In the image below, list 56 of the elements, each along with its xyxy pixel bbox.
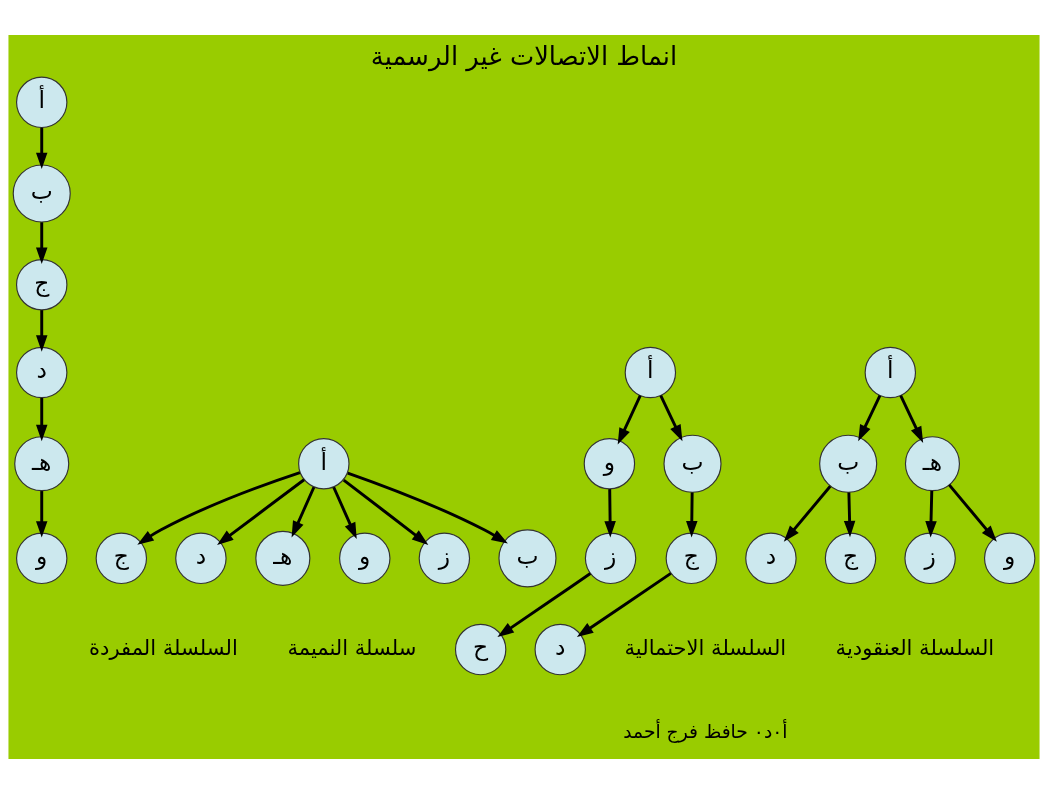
label: السلسلة المفردة <box>89 634 238 660</box>
arrow <box>617 394 642 445</box>
arrow <box>858 394 882 441</box>
node-circle: أ <box>624 346 677 398</box>
node-circle: ب <box>663 434 722 493</box>
node-circle: ز <box>584 532 637 584</box>
arrow <box>332 486 357 539</box>
node-circle: ب <box>498 528 557 587</box>
arrow <box>137 470 301 545</box>
node-circle: و <box>983 532 1036 584</box>
arrow <box>604 488 616 538</box>
arrow <box>576 571 672 637</box>
node-circle: د <box>15 346 68 398</box>
arrow <box>342 478 429 545</box>
node-circle: و <box>339 532 391 584</box>
label: أ٠د٠ حافظ فرج أحمد <box>623 720 788 742</box>
label: السلسلة العنقودية <box>835 634 995 660</box>
arrow <box>291 486 316 537</box>
node-circle: هـ <box>14 435 70 491</box>
node-circle: ج <box>15 258 68 310</box>
arrow <box>35 309 48 352</box>
label: سلسلة النميمة <box>287 634 417 660</box>
node-circle: د <box>534 623 586 675</box>
node-circle: د <box>745 532 797 584</box>
node-circle: ز <box>904 532 956 584</box>
node-circle: ز <box>418 532 471 584</box>
arrow <box>35 221 48 264</box>
arrow <box>35 490 48 538</box>
node-circle: و <box>15 532 68 584</box>
node-circle: هـ <box>255 530 311 586</box>
node-circle: هـ <box>904 435 961 491</box>
node-circle: ب <box>819 434 878 493</box>
arrow <box>948 483 997 542</box>
arrow <box>899 394 924 443</box>
node-circle: ج <box>665 532 718 584</box>
arrow <box>659 394 683 441</box>
node-circle: ب <box>12 163 71 223</box>
arrow <box>35 127 48 169</box>
arrow <box>35 397 48 441</box>
arrow <box>686 492 698 537</box>
arrow <box>925 490 937 538</box>
node-circle: أ <box>298 437 350 489</box>
node-circle: ج <box>95 532 148 584</box>
label: السلسلة الاحتمالية <box>624 634 787 660</box>
node-circle: ح <box>454 623 507 675</box>
node-circle: أ <box>15 76 68 128</box>
arrow <box>217 478 305 545</box>
arrow <box>497 571 592 637</box>
diagram-title: انماط الاتصالات غير الرسمية <box>370 40 678 71</box>
node-circle: ج <box>824 532 877 584</box>
arrow <box>347 471 508 544</box>
node-circle: د <box>175 532 227 584</box>
arrow <box>843 492 856 537</box>
arrow <box>783 484 832 542</box>
node-circle: أ <box>864 346 917 398</box>
node-circle: و <box>583 437 636 489</box>
